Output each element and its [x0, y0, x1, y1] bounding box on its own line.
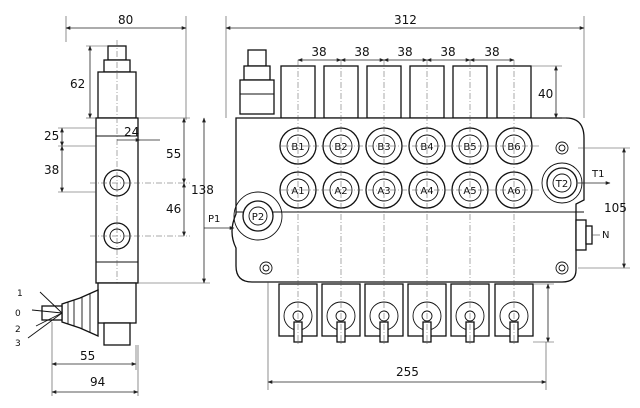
- side-main-body: [95, 117, 139, 284]
- side-spool-housing: [97, 282, 137, 324]
- dim-pitch-5: 38: [484, 45, 499, 59]
- side-spool-end: [103, 322, 131, 346]
- port-p2-label: P2: [252, 212, 264, 223]
- top-spool-caps: [280, 65, 532, 119]
- dim-pitch-2: 38: [354, 45, 369, 59]
- port-t1-label: T1: [591, 169, 604, 180]
- port-b2: B2: [334, 142, 347, 153]
- port-p2: [242, 200, 274, 232]
- dim-pitch-3: 38: [397, 45, 412, 59]
- front-relief-body: [239, 79, 275, 115]
- dim-side-94: 94: [90, 375, 105, 389]
- port-t2-label: T2: [555, 179, 568, 190]
- port-b3: B3: [377, 142, 390, 153]
- lever-position-3: 3: [15, 339, 21, 349]
- front-main-body: [231, 117, 585, 283]
- mount-hole-tr: [555, 141, 569, 155]
- mount-hole-br: [555, 261, 569, 275]
- dim-side-62: 62: [70, 77, 85, 91]
- dim-side-55-bottom: 55: [80, 349, 95, 363]
- front-view: B1 B2 B3 B4 B5 B6 A1 A2 A3 A4 A5 A6 P2: [204, 13, 630, 390]
- port-a1: A1: [291, 186, 304, 197]
- dim-side-80: 80: [118, 13, 133, 27]
- port-b5: B5: [463, 142, 476, 153]
- dim-front-312: 312: [394, 13, 417, 27]
- dim-side-55-right: 55: [166, 147, 181, 161]
- port-a6: A6: [507, 186, 520, 197]
- dim-pitch-1: 38: [311, 45, 326, 59]
- port-a5: A5: [463, 186, 476, 197]
- port-a4: A4: [420, 186, 433, 197]
- bottom-spool-ends: [278, 283, 534, 343]
- lever-position-2: 2: [15, 325, 21, 335]
- side-lever-boot: [61, 288, 99, 338]
- side-view: 1 0 2 3 80 62 25 38 24 55 46: [15, 13, 214, 396]
- port-n-plug: [575, 219, 587, 251]
- lever-position-1: 1: [17, 289, 23, 299]
- dim-side-24: 24: [124, 125, 139, 139]
- dim-front-255: 255: [396, 365, 419, 379]
- dim-front-40: 40: [538, 87, 553, 101]
- dim-pitch-4: 38: [440, 45, 455, 59]
- dim-side-138: 138: [191, 183, 214, 197]
- port-a2: A2: [334, 186, 347, 197]
- port-t2: [546, 167, 578, 199]
- port-b1: B1: [291, 142, 304, 153]
- dim-front-105: 105: [604, 201, 627, 215]
- mount-hole-bl: [259, 261, 273, 275]
- dim-side-25: 25: [44, 129, 59, 143]
- port-p1-label: P1: [208, 214, 220, 225]
- front-relief-nut: [243, 65, 271, 81]
- port-a3: A3: [377, 186, 390, 197]
- port-b4: B4: [420, 142, 433, 153]
- front-relief-cap: [247, 49, 267, 67]
- dim-side-38: 38: [44, 163, 59, 177]
- lever-position-0: 0: [15, 309, 21, 319]
- port-n-label: N: [602, 230, 609, 241]
- port-b6: B6: [507, 142, 520, 153]
- dim-side-46: 46: [166, 202, 181, 216]
